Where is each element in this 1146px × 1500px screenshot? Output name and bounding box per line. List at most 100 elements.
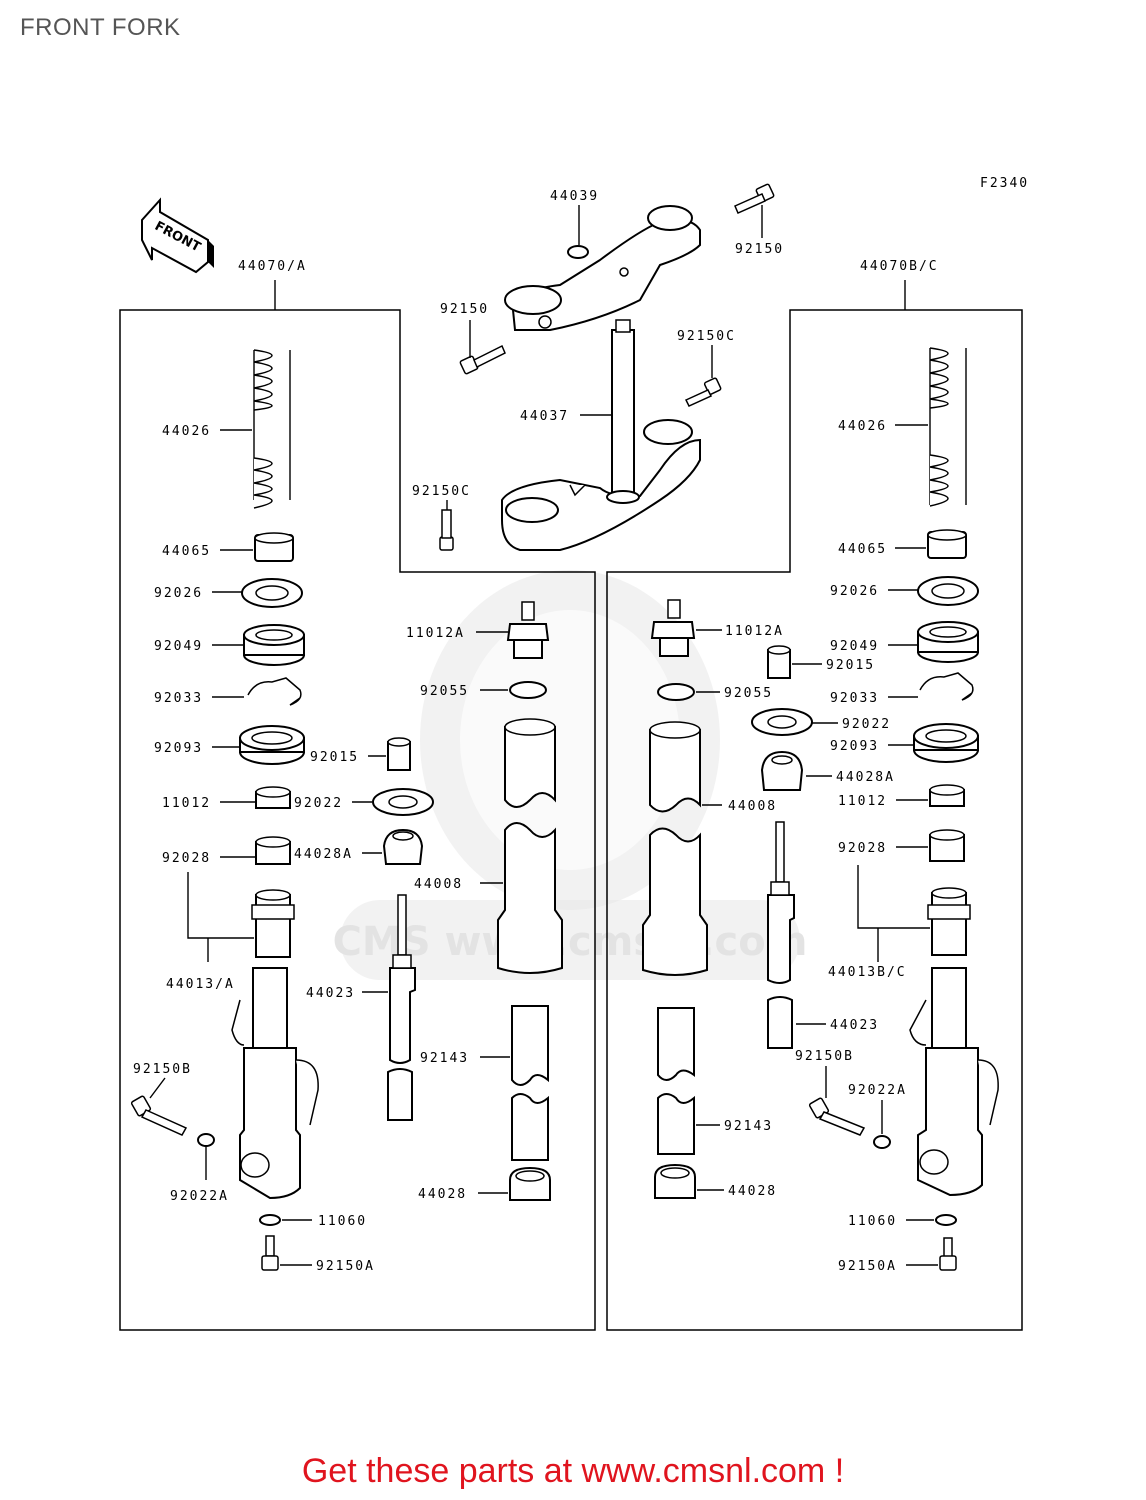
damper-rod-44023-right <box>767 821 795 1049</box>
label-92150c-bottom: 92150C <box>412 484 471 499</box>
circlip-92033-right-icon <box>919 672 974 701</box>
oil-seal-92049-right <box>917 621 979 663</box>
piece-44028-right <box>654 1163 696 1199</box>
right-fork-frame <box>606 309 1023 1331</box>
label-92055-center-right: 92055 <box>724 686 773 701</box>
inner-tube-44008-left <box>497 718 563 974</box>
label-92093-right: 92093 <box>830 739 879 754</box>
outer-tube-left <box>231 967 319 1200</box>
label-92033-left: 92033 <box>154 691 203 706</box>
bolt-92150a-left-icon <box>261 1235 279 1271</box>
label-92055-center-left: 92055 <box>420 684 469 699</box>
label-44065-right: 44065 <box>838 542 887 557</box>
label-44039: 44039 <box>550 189 599 204</box>
label-92015-center-left: 92015 <box>310 750 359 765</box>
label-92093-left: 92093 <box>154 741 203 756</box>
bolt-92150b-left-icon <box>130 1095 188 1136</box>
cap-bolt-11012a-left <box>506 601 550 659</box>
page-title: FRONT FORK <box>20 14 181 41</box>
circlip-92033-left-icon <box>247 677 302 706</box>
label-44023-center-right: 44023 <box>830 1018 879 1033</box>
bolt-92150-clamp-icon <box>459 344 506 375</box>
label-44028-center-right: 44028 <box>728 1184 777 1199</box>
label-92150a-right: 92150A <box>838 1259 897 1274</box>
bolt-92150c-bottom-icon <box>439 509 454 551</box>
bolt-92150-top-icon <box>734 183 775 214</box>
label-11060-left: 11060 <box>318 1214 367 1229</box>
label-44028-center-left: 44028 <box>418 1187 467 1202</box>
label-44065-left: 44065 <box>162 544 211 559</box>
gasket-11060-right-icon <box>935 1214 957 1226</box>
dust-seal-92093-left <box>239 725 305 765</box>
inner-tube-44008-right <box>642 721 708 976</box>
get-parts-link[interactable]: Get these parts at www.cmsnl.com ! <box>301 1452 845 1490</box>
label-92143-center-left: 92143 <box>420 1051 469 1066</box>
bolt-92150a-right-icon <box>939 1237 957 1271</box>
bushing-11012-right <box>929 784 965 807</box>
bushing-92028-right <box>929 829 965 862</box>
label-92022-center-left: 92022 <box>294 796 343 811</box>
o-ring-92055-right-icon <box>657 683 695 701</box>
label-92150b-left: 92150B <box>133 1062 192 1077</box>
washer-92026-right <box>917 576 979 606</box>
label-44008-center-right: 44008 <box>728 799 777 814</box>
spacer-92143-right <box>657 1007 695 1155</box>
washer-92022-left <box>372 788 434 816</box>
spacer-44065-right <box>927 529 967 559</box>
o-ring-92055-left-icon <box>509 681 547 699</box>
label-44013bc: 44013B/C <box>828 965 907 980</box>
cap-bolt-11012a-right <box>650 599 696 657</box>
label-92150-top: 92150 <box>735 242 784 257</box>
damper-rod-44023-left <box>387 894 416 1121</box>
washer-92026-left <box>241 578 303 608</box>
collar-92015-left <box>387 737 411 771</box>
spacer-92143-left <box>511 1005 549 1161</box>
label-92028-right: 92028 <box>838 841 887 856</box>
upper-triple-clamp <box>504 205 701 331</box>
watermark-logo: CMS www.cmsnl.com <box>333 570 807 980</box>
spring-44026-right <box>929 347 967 507</box>
left-fork-frame <box>119 309 596 1331</box>
label-44070a: 44070/A <box>238 259 307 274</box>
label-44028a-right: 44028A <box>836 770 895 785</box>
label-44023-center-left: 44023 <box>306 986 355 1001</box>
outer-tube-right <box>909 967 999 1197</box>
bolt-92150c-top-icon <box>684 377 722 407</box>
dust-seal-92093-right <box>913 723 979 763</box>
label-44028a-center-left: 44028A <box>294 847 353 862</box>
label-92143-center-right: 92143 <box>724 1119 773 1134</box>
label-92022a-right: 92022A <box>848 1083 907 1098</box>
label-11012-left: 11012 <box>162 796 211 811</box>
label-11012-right: 11012 <box>838 794 887 809</box>
label-44026-left: 44026 <box>162 424 211 439</box>
bushing-11012-left <box>255 786 291 809</box>
label-92033-right: 92033 <box>830 691 879 706</box>
collar-92015-right <box>767 645 791 679</box>
spacer-44065-left <box>254 532 294 562</box>
label-11060-right: 11060 <box>848 1214 897 1229</box>
label-92049-left: 92049 <box>154 639 203 654</box>
piece-44028-left <box>509 1166 551 1201</box>
label-92150-clamp: 92150 <box>440 302 489 317</box>
label-92026-right: 92026 <box>830 584 879 599</box>
label-44008-center-left: 44008 <box>414 877 463 892</box>
washer-92022a-right-icon <box>873 1135 891 1149</box>
spring-44026-left <box>253 349 291 509</box>
label-44037: 44037 <box>520 409 569 424</box>
washer-92022-right <box>751 708 813 736</box>
label-92026-left: 92026 <box>154 586 203 601</box>
piece-44028a-left <box>382 828 424 865</box>
steering-stem-44037 <box>501 319 701 551</box>
label-92028-left: 92028 <box>162 851 211 866</box>
figure-code: F2340 <box>980 176 1029 191</box>
gasket-11060-left-icon <box>259 1214 281 1226</box>
front-arrow-icon: FRONT <box>141 197 214 274</box>
bushing-92028-left <box>255 836 291 865</box>
label-11012a-center-left: 11012A <box>406 626 465 641</box>
bolt-92150b-right-icon <box>808 1097 866 1136</box>
label-11012a-center-right: 11012A <box>725 624 784 639</box>
piece-44028a-right <box>760 750 804 791</box>
cylinder-44013bc-right <box>927 887 971 956</box>
